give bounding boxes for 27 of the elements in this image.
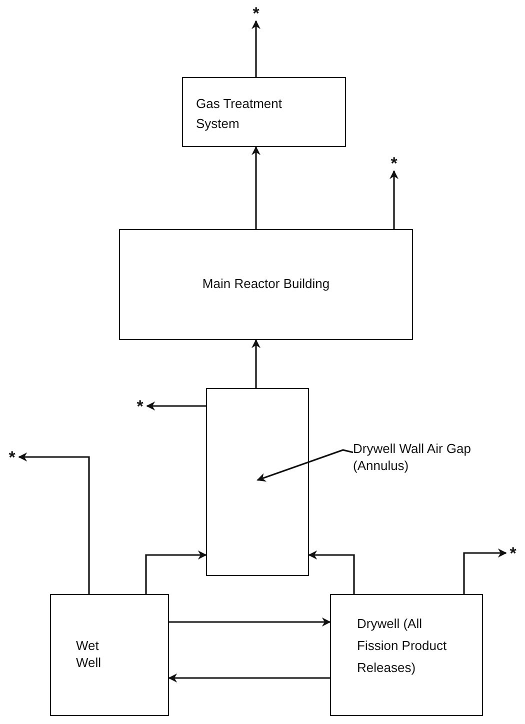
process-box bbox=[182, 77, 346, 147]
release-marker: * bbox=[252, 5, 260, 22]
arrow bbox=[308, 550, 355, 594]
arrow bbox=[168, 674, 330, 682]
process-box bbox=[50, 594, 169, 716]
arrow bbox=[145, 550, 207, 594]
process-box bbox=[119, 229, 413, 340]
annulus-box bbox=[206, 388, 309, 576]
release-marker: * bbox=[8, 449, 16, 466]
arrow bbox=[146, 402, 206, 410]
release-marker: * bbox=[510, 545, 516, 562]
arrow bbox=[252, 20, 260, 77]
release-marker: * bbox=[136, 398, 144, 415]
arrow bbox=[18, 452, 90, 594]
arrow bbox=[463, 548, 507, 594]
leader-line bbox=[256, 449, 354, 482]
box-label: Drywell (All Fission Product Releases) bbox=[357, 615, 448, 678]
process-box bbox=[330, 594, 483, 716]
box-label: Main Reactor Building bbox=[202, 276, 330, 293]
arrow bbox=[169, 618, 331, 626]
annotation-text: Drywell Wall Air Gap (Annulus) bbox=[353, 441, 472, 475]
arrow bbox=[390, 170, 398, 229]
release-marker: * bbox=[390, 155, 398, 172]
box-label: Gas Treatment System bbox=[196, 95, 283, 133]
arrow bbox=[252, 146, 260, 229]
arrow bbox=[252, 339, 260, 388]
box-label: Wet Well bbox=[76, 638, 102, 672]
